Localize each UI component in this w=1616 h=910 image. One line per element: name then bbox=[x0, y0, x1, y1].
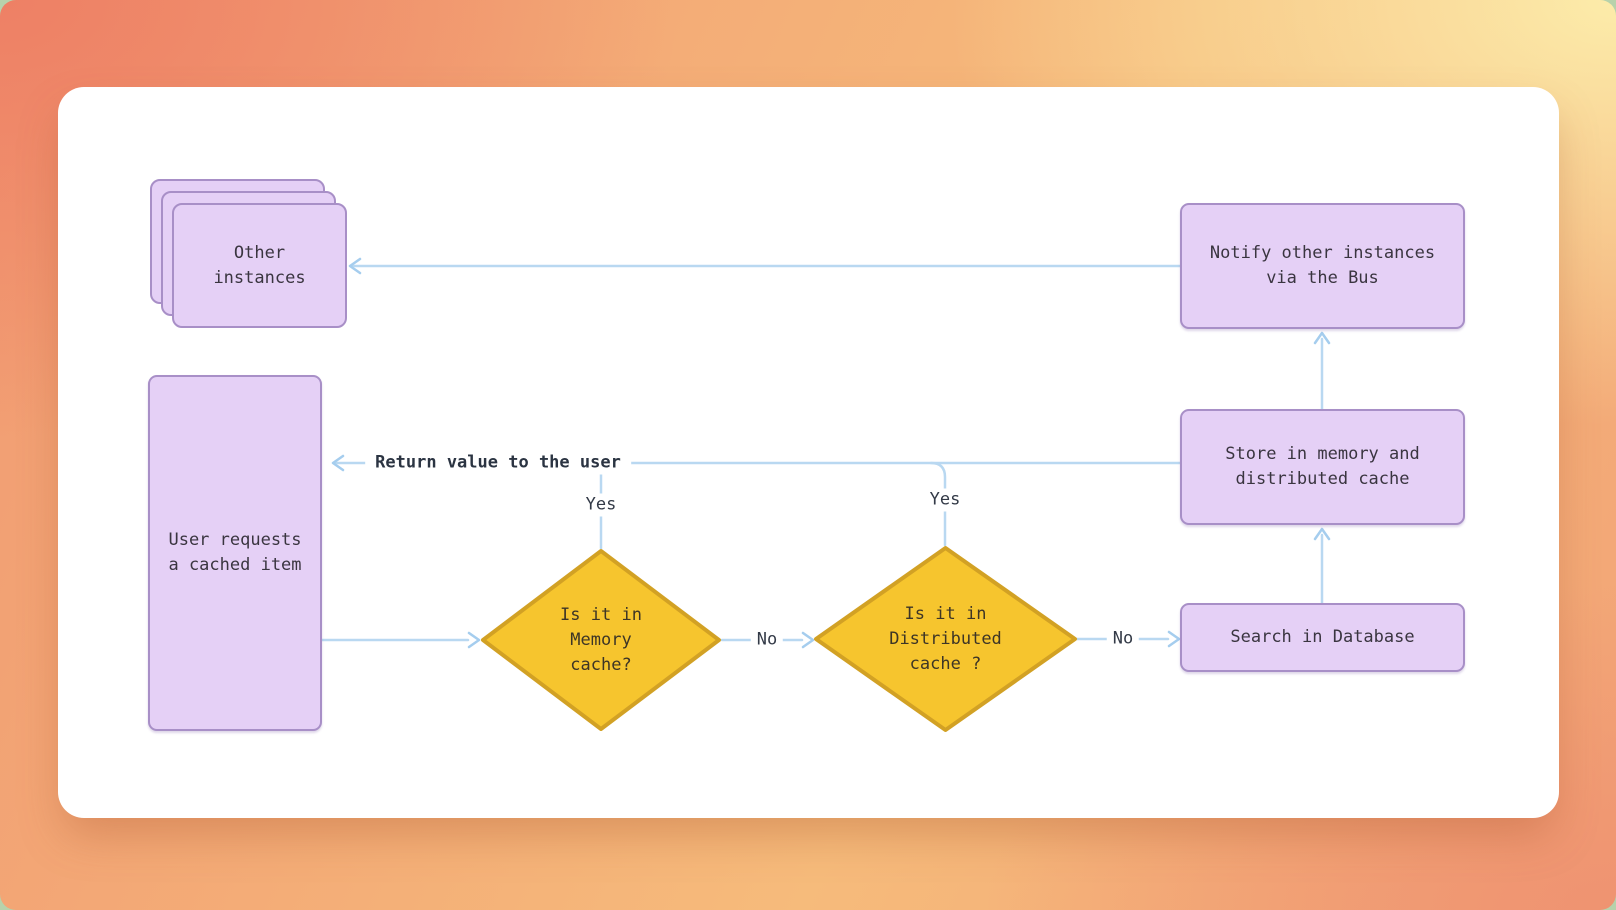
node-label: Is it in Memory cache? bbox=[560, 604, 642, 675]
diamond-shape-icon bbox=[481, 549, 721, 731]
edge-label-yes-memory[interactable]: Yes bbox=[579, 493, 623, 517]
edge-label-no-memory[interactable]: No bbox=[750, 628, 784, 652]
node-label: User requests a cached item bbox=[168, 530, 302, 575]
node-store-cache[interactable]: Store in memory and distributed cache bbox=[1180, 409, 1465, 525]
node-user-request[interactable]: User requests a cached item bbox=[148, 375, 322, 731]
edge-label-no-distributed[interactable]: No bbox=[1106, 627, 1140, 651]
edge-label-return-value[interactable]: Return value to the user bbox=[365, 451, 631, 475]
node-label: Other instances bbox=[213, 242, 306, 288]
stacked-card-front: Other instances bbox=[172, 203, 347, 328]
node-label: Notify other instances via the Bus bbox=[1209, 243, 1436, 288]
node-search-database[interactable]: Search in Database bbox=[1180, 603, 1465, 672]
diamond-shape-icon bbox=[814, 546, 1077, 732]
node-memory-decision[interactable]: Is it in Memory cache? bbox=[480, 548, 722, 732]
node-other-instances[interactable]: Other instances bbox=[150, 179, 347, 328]
edge-label-yes-distributed[interactable]: Yes bbox=[923, 488, 967, 512]
node-label: Store in memory and distributed cache bbox=[1225, 444, 1420, 489]
node-distributed-decision[interactable]: Is it in Distributed cache ? bbox=[813, 545, 1078, 733]
node-label: Is it in Distributed cache ? bbox=[889, 603, 1002, 674]
node-label: Search in Database bbox=[1230, 627, 1415, 647]
node-notify-bus[interactable]: Notify other instances via the Bus bbox=[1180, 203, 1465, 329]
diagram-canvas: Other instances Notify other instances v… bbox=[58, 87, 1559, 818]
